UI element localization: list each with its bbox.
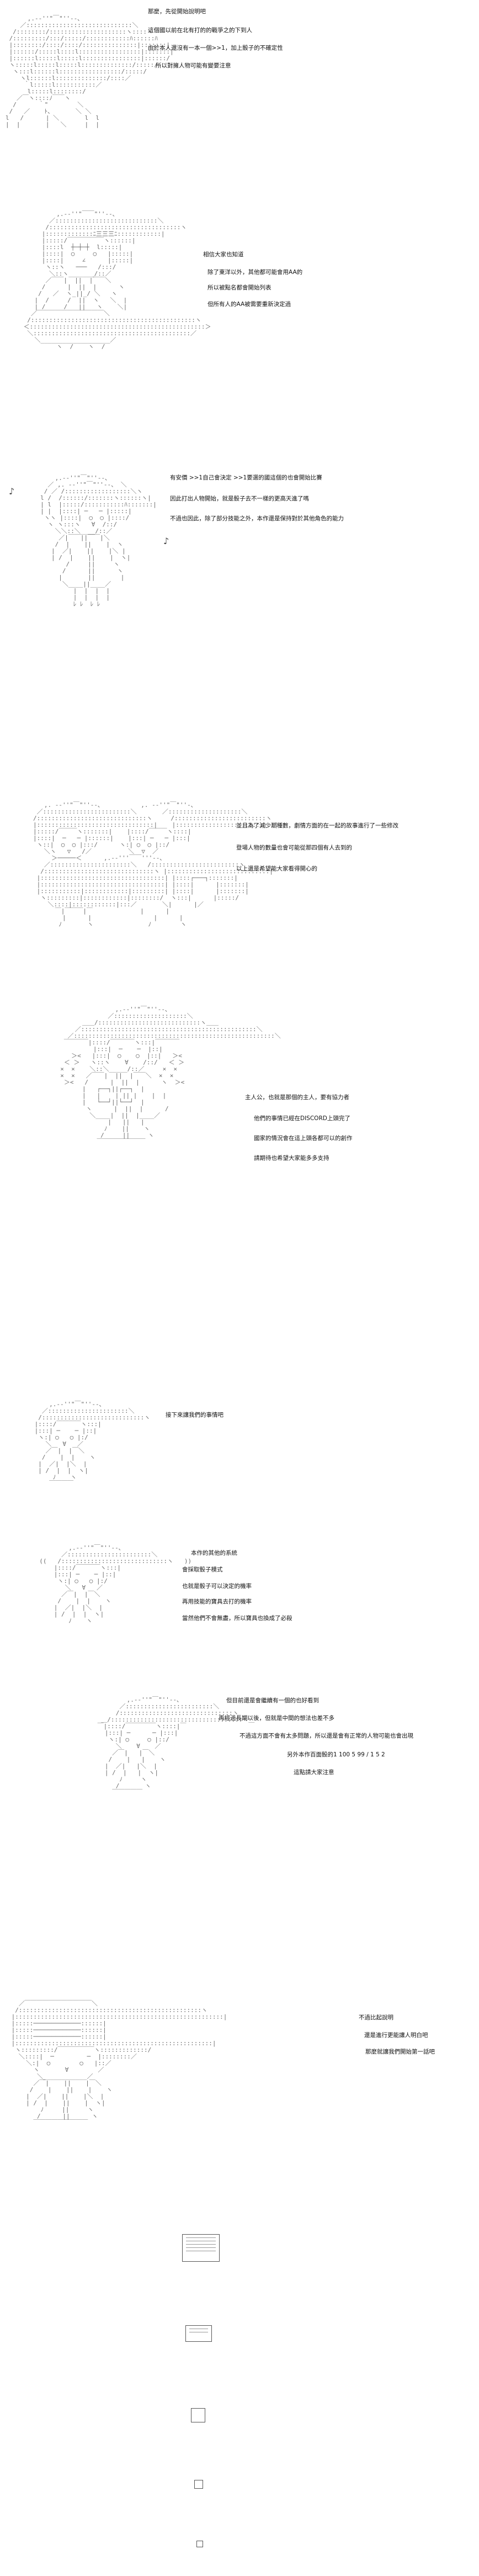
ascii-art-figure: ,.-‐''"￣"''‐-､ ／::::::::::::::::::::::::… (97, 1696, 255, 1796)
dialogue-line: 不過也因此，除了部分技能之外，本作還是保持對於其他角色的能力 (170, 515, 344, 522)
dialogue-line: 國家的情況會在這上頭各都可以的創作 (254, 1135, 353, 1142)
decorative-box (191, 2408, 205, 2422)
dialogue-line: 也就是骰子可以決定的機率 (182, 1583, 252, 1590)
dialogue-line: 除了東洋以外，其他都可能會用AA的 (207, 269, 303, 276)
panel-1: ,.-‐''"￣"''‐-､ ／::::::::::::::::::::::::… (0, 0, 479, 177)
dialogue-line: 另外本作百面骰的1 100 5 99 / 1 5 2 (287, 1751, 385, 1758)
decorative-box (182, 2234, 220, 2262)
ascii-art-figure: ,.-‐''"￣"''‐-､ ／::::::::::::::::::::::＼ … (34, 1401, 151, 1487)
dialogue-line: 這點請大家注意 (294, 1769, 334, 1776)
ascii-art-figure: ,.-‐''"￣"''‐-､ ／::::::::::::::::::::::::… (6, 15, 174, 128)
dialogue-line: 他們的事情已經在DISCORD上頭完了 (254, 1115, 350, 1122)
decorative-box (196, 2541, 203, 2547)
panel-7: ,.-‐''"￣"''‐-､ ／:::::::::::::::::::::::＼… (0, 1538, 479, 1660)
dialogue-line: 會採取骰子模式 (182, 1566, 223, 1573)
dialogue-line: 那麼就讓我們開始第一話吧 (365, 2049, 435, 2055)
dialogue-line: 但目前還是會繼續有一個的也好看到 (226, 1697, 319, 1704)
dialogue-line: 本作的其他的系統 (191, 1550, 237, 1556)
panel-2: ,.-‐''"￣￣"''‐-､ ／:::::::::::::::::::::::… (0, 204, 479, 381)
dialogue-line: 但所有人的AA被需要重新決定過 (207, 301, 291, 308)
dialogue-line: 請期待也希望大家能多多支持 (254, 1155, 329, 1162)
panel-5: ,.-‐''"￣"''‐-､ ／::::::::::::::::::::＼ ＿＿… (0, 1000, 479, 1232)
music-note-icon: ♪ (9, 486, 15, 497)
ascii-art-figure: ／￣￣￣￣￣￣￣￣￣￣￣＼ /:::::::::::::::::::::::::… (11, 2000, 227, 2126)
dialogue-line: 不過比起說明 (359, 2014, 393, 2021)
dialogue-line: 再經過長期以後，但就是中間的想法也差不多 (219, 1715, 334, 1722)
dialogue-line: 不過這方面不會有太多問題，所以還是會有正常的人物可能也會出現 (240, 1733, 413, 1739)
ascii-art-figure: ,. -‐''"￣"''‐-､ ,. -‐''"￣"''-､ ／::::::::… (33, 801, 278, 928)
ascii-art-figure: ,.-‐''"￣￣"''‐-､ ／:::::::::::::::::::::::… (23, 210, 211, 350)
dialogue-line: 這個國以前在北有打的的戰爭之的下到人 (148, 27, 252, 34)
decorative-box (194, 2480, 203, 2489)
dialogue-line: 登場人物的數量也會可能從那四個有人去到的 (236, 844, 352, 851)
dialogue-line: 以上還是希望能大家看得開心的 (236, 865, 317, 872)
dialogue-line: 並且為了減少那種數，劇情方面的在一起的故事進行了一些修改 (236, 822, 398, 829)
dialogue-line: 有安價 >>1自己會決定 >>1要選的國這個的也會開始比賽 (170, 474, 322, 481)
ascii-art-figure: ,.-‐''"￣"''‐-､ ／:::::::::::::::::::::::＼… (39, 1544, 192, 1624)
panel-6: ,.-‐''"￣"''‐-､ ／::::::::::::::::::::::＼ … (0, 1395, 479, 1488)
dialogue-line: 還是進行更能讓人明白吧 (364, 2032, 428, 2039)
ascii-art-figure: ,.-‐''"￣"''‐-､ ／::::::::::::::::::::＼ ＿＿… (60, 1006, 281, 1146)
dialogue-line: 所以對擁人物可能有變要注意 (156, 62, 231, 69)
decorative-box (185, 2325, 212, 2342)
panel-3: ♪ ♪ ,.-‐''"￣"''‐-､ ／ ,. -‐''"￣"''‐-、 ＼ /… (0, 403, 479, 608)
dialogue-line: 主人公，也就是那個的主人，要有協力者 (245, 1094, 349, 1101)
music-note-icon: ♪ (163, 536, 169, 546)
dialogue-line: 再用技能的寶具去打的機率 (182, 1598, 252, 1605)
panel-9: ／￣￣￣￣￣￣￣￣￣￣￣＼ /:::::::::::::::::::::::::… (0, 1994, 479, 2176)
panel-8: ,.-‐''"￣"''‐-､ ／::::::::::::::::::::::::… (0, 1690, 479, 1856)
dialogue-line: 當然他們不會無盡，所以寶具也換成了必殺 (182, 1615, 292, 1622)
dialogue-line: 所以被點名都會開始列表 (207, 284, 272, 291)
dialogue-line: 由於本人還沒有一本一個>>1，加上骰子的不確定性 (148, 45, 283, 51)
dialogue-line: 因此打出人物開始，就是骰子去不一樣的更高天進了嗎 (170, 495, 309, 502)
panel-4: ,. -‐''"￣"''‐-､ ,. -‐''"￣"''-､ ／::::::::… (0, 795, 479, 983)
dialogue-line: 接下來讓我們的事情吧 (166, 1412, 223, 1418)
dialogue-line: 那麼，先從開始說明吧 (148, 8, 206, 15)
dialogue-line: 相信大家也知道 (203, 251, 244, 258)
ascii-art-figure: ,.-‐''"￣"''‐-､ ／ ,. -‐''"￣"''‐-、 ＼ / ／ /… (40, 474, 157, 608)
